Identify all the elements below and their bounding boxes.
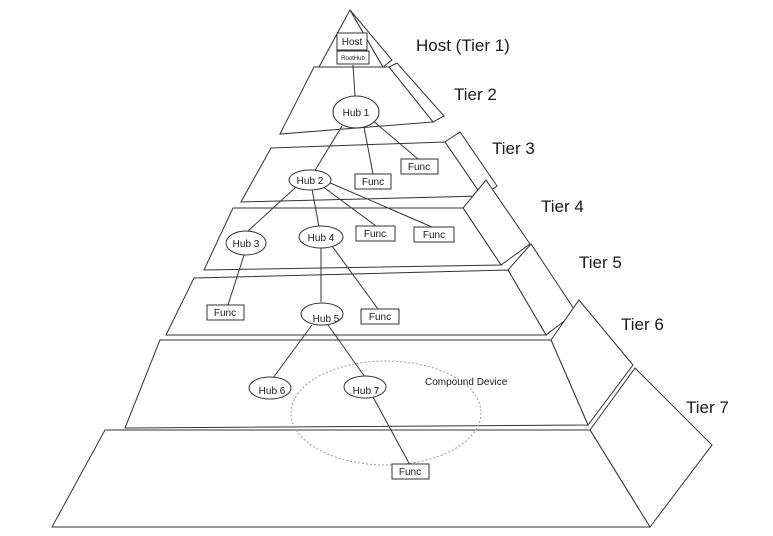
func-label: Func — [362, 177, 384, 188]
func-label: Func — [364, 229, 386, 240]
tier-4-label: Tier 4 — [541, 197, 584, 216]
hub-6-label: Hub 6 — [259, 386, 286, 397]
tier-6-label: Tier 6 — [621, 315, 664, 334]
tier-1-label: Host (Tier 1) — [416, 36, 510, 55]
tier-7-label: Tier 7 — [686, 398, 729, 417]
func-label: Func — [369, 312, 391, 323]
hub-1-label: Hub 1 — [343, 108, 370, 119]
func-tier7: Func — [391, 463, 430, 480]
hub-2-label: Hub 2 — [297, 176, 324, 187]
tier-4-block — [203, 179, 531, 271]
func-label: Func — [408, 162, 430, 173]
hub-5: Hub 5 — [300, 302, 344, 326]
hub-7-label: Hub 7 — [353, 386, 380, 397]
tier-5-label: Tier 5 — [579, 253, 622, 272]
func-tier5-b: Func — [360, 308, 400, 325]
hub-2: Hub 2 — [288, 169, 332, 191]
func-tier3-a: Func — [354, 173, 392, 190]
hub-3: Hub 3 — [225, 230, 267, 256]
hub-3-label: Hub 3 — [233, 239, 260, 250]
tier-3-block — [240, 131, 498, 203]
hub-1: Hub 1 — [332, 95, 380, 129]
tier-7-block — [51, 367, 713, 528]
tier-3-label: Tier 3 — [492, 139, 535, 158]
func-label: Func — [399, 467, 421, 478]
func-tier4-a: Func — [355, 225, 396, 242]
hub-6: Hub 6 — [248, 376, 292, 400]
func-tier5-a: Func — [206, 304, 245, 321]
hub-4: Hub 4 — [298, 225, 344, 249]
func-tier4-b: Func — [413, 226, 455, 243]
compound-device-label: Compound Device — [425, 377, 508, 388]
compound-device-outline — [290, 360, 482, 466]
func-label: Func — [214, 308, 236, 319]
roothub-label: RootHub — [341, 56, 365, 62]
connection-lines — [227, 64, 433, 466]
hub-7: Hub 7 — [343, 375, 387, 399]
hub-5-label: Hub 5 — [313, 314, 340, 325]
tier-2-label: Tier 2 — [454, 85, 497, 104]
func-label: Func — [423, 230, 445, 241]
host-label: Host — [342, 37, 363, 48]
func-tier3-b: Func — [400, 158, 439, 175]
hub-4-label: Hub 4 — [308, 233, 335, 244]
tier-5-block — [165, 243, 577, 336]
host-node: Host RootHub — [336, 32, 370, 65]
